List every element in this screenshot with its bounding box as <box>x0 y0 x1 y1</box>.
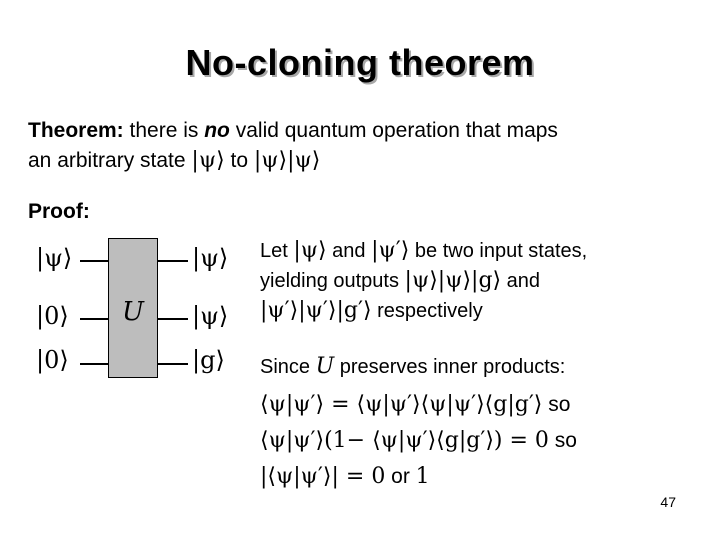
equation-2-math: ⟨ψ|ψ′⟩(1− ⟨ψ|ψ′⟩⟨g|g′⟩) = 0 <box>260 428 549 453</box>
equation-1: ⟨ψ|ψ′⟩ = ⟨ψ|ψ′⟩⟨ψ|ψ′⟩⟨g|g′⟩ so <box>260 392 570 417</box>
wire-in-2 <box>80 318 108 320</box>
wire-out-2 <box>158 318 188 320</box>
explanation-line-3: |ψ′⟩|ψ′⟩|g′⟩ respectively <box>260 296 587 326</box>
explanation-text: be two input states, <box>409 240 588 262</box>
unitary-gate: U <box>108 238 158 378</box>
theorem-emphasis: no <box>204 119 230 142</box>
wire-in-3 <box>80 363 108 365</box>
equation-1-text: so <box>542 393 571 416</box>
proof-label: Proof: <box>28 200 90 223</box>
wire-in-1 <box>80 260 108 262</box>
gate-label: U <box>122 297 144 327</box>
circuit-output-3: |g⟩ <box>192 346 225 374</box>
explanation-line-2: yielding outputs |ψ⟩|ψ⟩|g⟩ and <box>260 266 587 296</box>
wire-out-3 <box>158 363 188 365</box>
explanation-text: and <box>326 240 372 262</box>
since-U: U <box>315 354 335 379</box>
circuit-output-2: |ψ⟩ <box>192 302 229 330</box>
wire-out-1 <box>158 260 188 262</box>
circuit-diagram: |ψ⟩ |0⟩ |0⟩ U |ψ⟩ |ψ⟩ |g⟩ <box>0 228 260 388</box>
output-state-2: |ψ′⟩|ψ′⟩|g′⟩ <box>260 298 372 323</box>
equation-3-math-2: 1 <box>415 464 430 489</box>
explanation-text: Let <box>260 240 294 262</box>
equation-2-text: so <box>548 429 577 452</box>
explanation-line-1: Let |ψ⟩ and |ψ′⟩ be two input states, <box>260 236 587 266</box>
psi-ket: |ψ⟩ <box>293 238 327 263</box>
equation-3: |⟨ψ|ψ′⟩| = 0 or 1 <box>260 464 430 489</box>
theorem-statement: Theorem: there is no valid quantum opera… <box>28 116 558 176</box>
explanation-text: and <box>501 270 541 292</box>
circuit-input-3: |0⟩ <box>36 346 69 374</box>
theorem-line-1: Theorem: there is no valid quantum opera… <box>28 116 558 146</box>
theorem-line2-a: an arbitrary state <box>28 149 192 172</box>
theorem-text-b: valid quantum operation that maps <box>229 119 558 142</box>
theorem-line-2: an arbitrary state |ψ⟩ to |ψ⟩|ψ⟩ <box>28 146 558 176</box>
theorem-text-a: there is <box>123 119 205 142</box>
since-line: Since U preserves inner products: <box>260 352 565 382</box>
since-text: preserves inner products: <box>334 356 566 378</box>
page-number: 47 <box>660 494 676 510</box>
equation-2: ⟨ψ|ψ′⟩(1− ⟨ψ|ψ′⟩⟨g|g′⟩) = 0 so <box>260 428 577 453</box>
theorem-state: |ψ⟩ <box>191 148 225 173</box>
explanation-text: respectively <box>371 300 483 322</box>
circuit-input-1: |ψ⟩ <box>36 244 73 272</box>
output-state-1: |ψ⟩|ψ⟩|g⟩ <box>404 268 502 293</box>
circuit-output-1: |ψ⟩ <box>192 244 229 272</box>
explanation-block: Let |ψ⟩ and |ψ′⟩ be two input states, yi… <box>260 236 587 326</box>
circuit-input-2: |0⟩ <box>36 302 69 330</box>
theorem-label: Theorem: <box>28 119 124 142</box>
explanation-text: yielding outputs <box>260 270 405 292</box>
theorem-target: |ψ⟩|ψ⟩ <box>253 148 321 173</box>
slide-title: No-cloning theorem <box>185 42 535 83</box>
since-text: Since <box>260 356 316 378</box>
theorem-line2-b: to <box>224 149 254 172</box>
equation-3-math: |⟨ψ|ψ′⟩| = 0 <box>260 464 386 489</box>
psi-prime-ket: |ψ′⟩ <box>371 238 410 263</box>
equation-3-text: or <box>385 465 416 488</box>
equation-1-math: ⟨ψ|ψ′⟩ = ⟨ψ|ψ′⟩⟨ψ|ψ′⟩⟨g|g′⟩ <box>260 392 543 417</box>
